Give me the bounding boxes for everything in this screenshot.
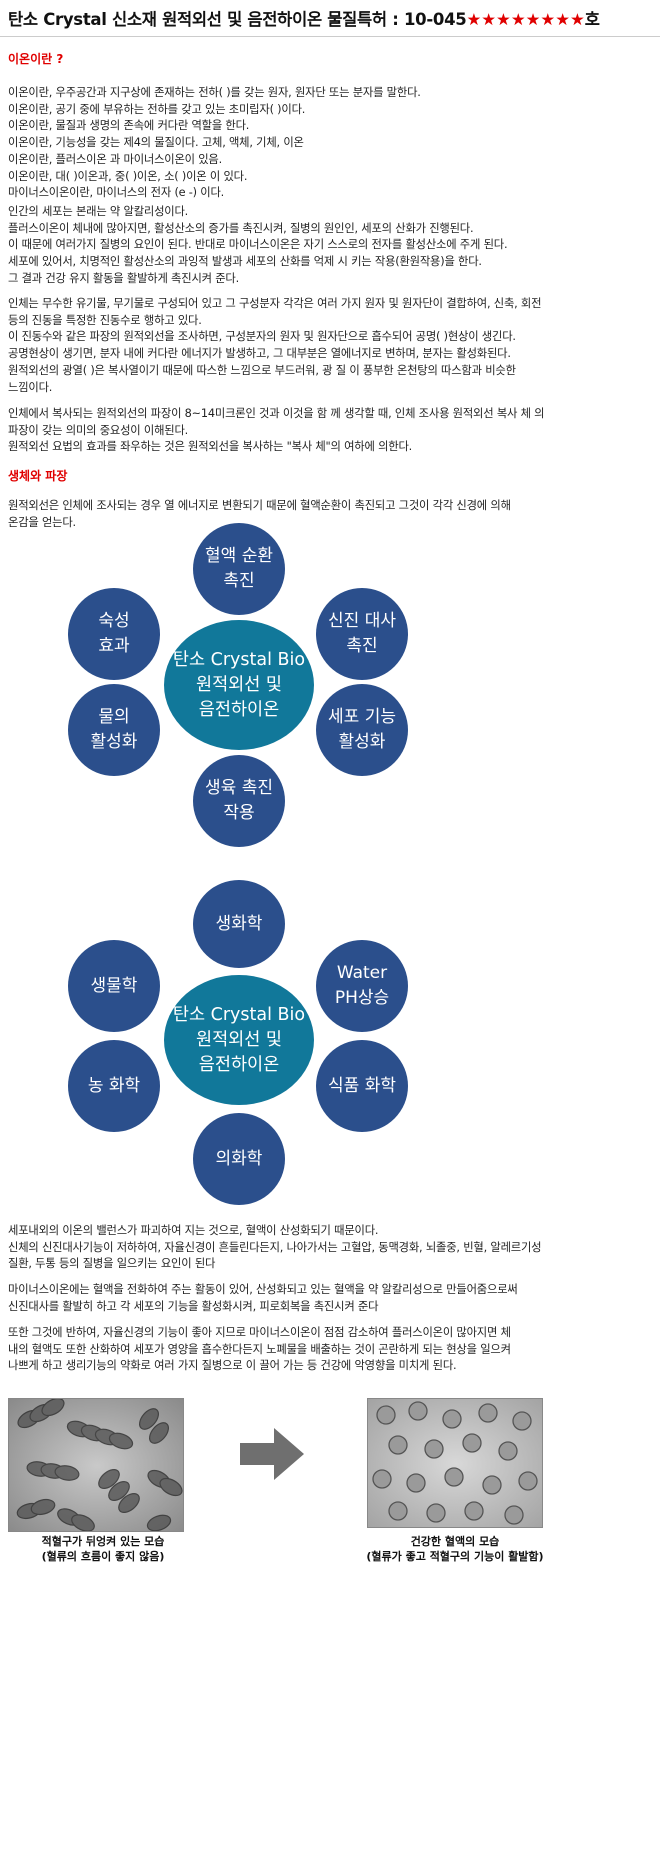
center-node: 탄소 Crystal Bio 원적외선 및 음전하이온 [164, 975, 314, 1105]
node-growth: 생육 촉진 작용 [193, 755, 285, 847]
wavelength-intro: 원적외선은 인체에 조사되는 경우 열 에너지로 변환되기 때문에 혈액순환이 … [8, 498, 654, 531]
resonance-paragraph: 인체는 무수한 유기물, 무기물로 구성되어 있고 그 구성분자 각각은 여러 … [8, 296, 654, 396]
text-line: 원적외선 요법의 효과를 좌우하는 것은 원적외선을 복사하는 "복사 체"의 … [8, 440, 413, 454]
title-text: 탄소 Crystal 신소재 원적외선 및 음전하이온 물질특허 : 10-04… [8, 10, 467, 29]
node-agri-chemistry: 농 화학 [68, 1040, 160, 1132]
page-title: 탄소 Crystal 신소재 원적외선 및 음전하이온 물질특허 : 10-04… [8, 6, 658, 30]
clumped-blood-caption: 적혈구가 뒤엉켜 있는 모습 (혈류의 흐름이 좋지 않음) [8, 1534, 198, 1564]
center-node: 탄소 Crystal Bio 원적외선 및 음전하이온 [164, 620, 314, 750]
text-line: 원적외선은 인체에 조사되는 경우 열 에너지로 변환되기 때문에 혈액순환이 … [8, 499, 511, 512]
caption-line: (혈류의 흐름이 좋지 않음) [41, 1550, 165, 1563]
nervous-system-paragraph: 또한 그것에 반하여, 자율신경의 기능이 좋아 지므로 마이너스이온이 점점 … [8, 1325, 654, 1375]
text-line: 그 결과 건강 유지 활동을 활발하게 촉진시켜 준다. [8, 271, 239, 285]
arrow-right-icon [240, 1428, 304, 1480]
node-aging-effect: 숙성 효과 [68, 588, 160, 680]
text-line: 온감을 얻는다. [8, 515, 76, 529]
text-line: 신진대사를 활발히 하고 각 세포의 기능을 활성화시켜, 피로회복을 촉진시켜… [8, 1299, 379, 1313]
text-line: 인체에서 복사되는 원적외선의 파장이 8~14미크론인 것과 이것을 함 께 … [8, 407, 545, 420]
caption-line: (혈류가 좋고 적혈구의 기능이 활발함) [366, 1550, 544, 1563]
title-divider [0, 36, 660, 37]
minus-ion-paragraph: 마이너스이온에는 혈액을 전화하여 주는 활동이 있어, 산성화되고 있는 혈액… [8, 1282, 654, 1315]
clumped-blood-image [8, 1398, 184, 1532]
text-line: 이 진동수와 같은 파장의 원적외선을 조사하면, 구성분자의 원자 및 원자단… [8, 330, 516, 344]
text-line: 인간의 세포는 본래는 약 알칼리성이다. [8, 205, 189, 218]
text-line: 파장이 갖는 의미의 중요성이 이해된다. [8, 423, 189, 437]
node-metabolism: 신진 대사 촉진 [316, 588, 408, 680]
ion-definition-block: 이온이란, 우주공간과 지구상에 존재하는 전하( )를 갖는 원자, 원자단 … [8, 85, 654, 202]
section-heading-wavelength: 생체와 파장 [8, 469, 68, 483]
title-suffix: 호 [584, 10, 600, 29]
node-cell-function: 세포 기능 활성화 [316, 684, 408, 776]
text-line: 질환, 두통 등의 질병을 일으키는 요인이 된다 [8, 1257, 216, 1271]
node-blood-circulation: 혈액 순환 촉진 [193, 523, 285, 615]
text-line: 공명현상이 생기면, 분자 내에 커다란 에너지가 발생하고, 그 대부분은 열… [8, 347, 511, 361]
text-line: 세포에 있어서, 치명적인 활성산소의 과잉적 발생과 세포의 산화를 억제 시… [8, 255, 482, 269]
text-line: 또한 그것에 반하여, 자율신경의 기능이 좋아 지므로 마이너스이온이 점점 … [8, 1326, 511, 1339]
text-line: 세포내외의 이온의 밸런스가 파괴하여 지는 것으로, 혈액이 산성화되기 때문… [8, 1224, 379, 1237]
text-line: 이온이란, 공기 중에 부유하는 전하를 갖고 있는 초미립자( )이다. [8, 102, 306, 116]
text-line: 이온이란, 물질과 생명의 존속에 커다란 역할을 한다. [8, 119, 250, 133]
node-food-chemistry: 식품 화학 [316, 1040, 408, 1132]
node-biochemistry: 생화학 [193, 880, 285, 968]
section-heading-ion: 이온이란 ? [8, 52, 64, 66]
text-line: 플러스이온이 체내에 많아지면, 활성산소의 증가를 촉진시켜, 질병의 원인인… [8, 221, 474, 235]
ion-balance-paragraph: 세포내외의 이온의 밸런스가 파괴하여 지는 것으로, 혈액이 산성화되기 때문… [8, 1223, 654, 1273]
healthy-blood-image [367, 1398, 543, 1528]
text-line: 내의 혈액도 또한 산화하여 세포가 영양을 흡수한다든지 노폐물을 배출하는 … [8, 1342, 511, 1356]
text-line: 마이너스이온이란, 마이너스의 전자 (e -) 이다. [8, 186, 225, 200]
node-biology: 생물학 [68, 940, 160, 1032]
text-line: 느낌이다. [8, 380, 53, 394]
text-line: 나쁘게 하고 생리기능의 약화로 여러 가지 질병으로 이 끌어 가는 등 건강… [8, 1359, 457, 1373]
text-line: 등의 진동을 특정한 진동수로 행하고 있다. [8, 313, 202, 327]
text-line: 마이너스이온에는 혈액을 전화하여 주는 활동이 있어, 산성화되고 있는 혈액… [8, 1283, 518, 1296]
text-line: 이온이란, 기능성을 갖는 제4의 물질이다. 고체, 액체, 기체, 이온 [8, 136, 304, 150]
text-line: 이온이란, 플러스이온 과 마이너스이온이 있음. [8, 152, 223, 166]
text-line: 원적외선의 광열( )은 복사열이기 때문에 따스한 느낌으로 부드러워, 광 … [8, 363, 516, 377]
text-line: 신체의 신진대사기능이 저하하여, 자율신경이 흔들린다든지, 나아가서는 고혈… [8, 1240, 542, 1254]
text-line: 이온이란, 대( )이온과, 중( )이온, 소( )이온 이 있다. [8, 169, 248, 183]
healthy-blood-caption: 건강한 혈액의 모습 (혈류가 좋고 적혈구의 기능이 활발함) [340, 1534, 570, 1564]
caption-line: 적혈구가 뒤엉켜 있는 모습 [41, 1535, 165, 1548]
text-line: 이온이란, 우주공간과 지구상에 존재하는 전하( )를 갖는 원자, 원자단 … [8, 86, 421, 99]
rating-stars: ★★★★★★★★ [466, 10, 585, 29]
cell-paragraph: 인간의 세포는 본래는 약 알칼리성이다. 플러스이온이 체내에 많아지면, 활… [8, 204, 654, 288]
node-medical-chemistry: 의화학 [193, 1113, 285, 1205]
text-line: 인체는 무수한 유기물, 무기물로 구성되어 있고 그 구성분자 각각은 여러 … [8, 297, 542, 310]
wavelength-paragraph: 인체에서 복사되는 원적외선의 파장이 8~14미크론인 것과 이것을 함 께 … [8, 406, 654, 456]
caption-line: 건강한 혈액의 모습 [410, 1535, 500, 1548]
node-water-activation: 물의 활성화 [68, 684, 160, 776]
node-water-ph: Water PH상승 [316, 940, 408, 1032]
text-line: 이 때문에 여러가지 질병의 요인이 된다. 반대로 마이너스이온은 자기 스스… [8, 238, 508, 252]
